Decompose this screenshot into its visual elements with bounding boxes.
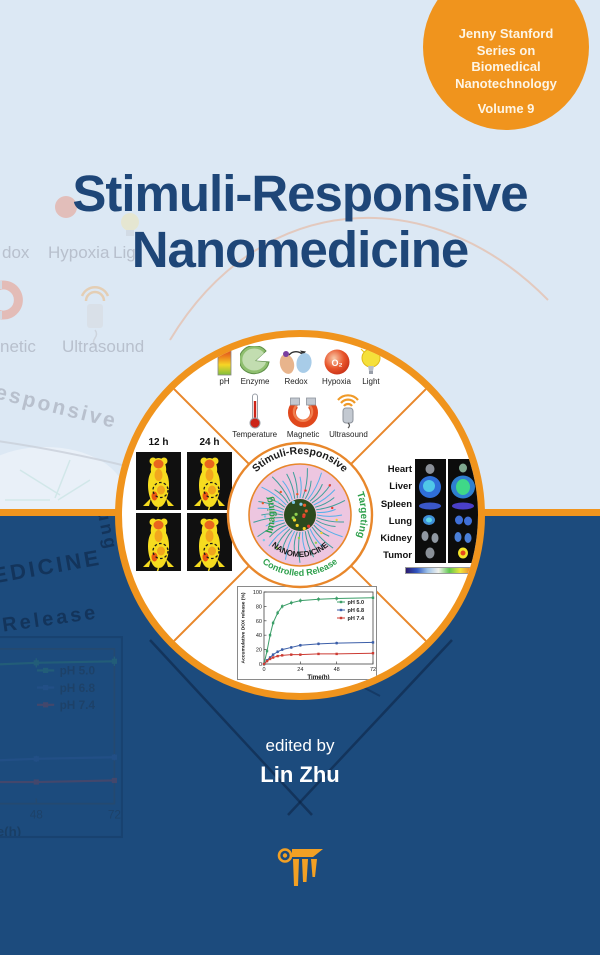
stimulus-ultrasound: Ultrasound bbox=[329, 392, 368, 439]
central-diagram: pH Enzyme Redox bbox=[115, 330, 485, 700]
organ-label: Lung bbox=[388, 515, 412, 527]
wm-text-ultrasound: Ultrasound bbox=[62, 337, 144, 356]
organ-labels: Heart Liver Spleen Lung Kidney Tumor bbox=[378, 459, 412, 565]
series-badge: Jenny Stanford Series on Biomedical Nano… bbox=[423, 0, 589, 130]
title-line-2: Nanomedicine bbox=[131, 221, 470, 278]
svg-text:Targeting: Targeting bbox=[354, 490, 369, 539]
stimulus-enzyme: Enzyme bbox=[240, 346, 270, 386]
svg-text:0: 0 bbox=[262, 667, 265, 673]
hypoxia-icon: O₂ bbox=[324, 349, 349, 375]
svg-text:Imaging: Imaging bbox=[264, 495, 278, 535]
title-line-1: Stimuli-Responsive bbox=[72, 165, 528, 222]
organ-label: Heart bbox=[387, 464, 412, 475]
temperature-icon bbox=[249, 393, 261, 429]
series-line: Biomedical bbox=[471, 59, 541, 74]
wm-light-icon bbox=[121, 213, 139, 236]
organ-label: Tumor bbox=[383, 550, 412, 562]
svg-text:Time(h): Time(h) bbox=[307, 674, 329, 680]
ph-icon bbox=[217, 345, 232, 376]
mouse-column-24h: 24 h bbox=[187, 437, 232, 571]
organ-scan-image-right bbox=[448, 459, 478, 563]
series-line: Jenny Stanford bbox=[458, 26, 554, 41]
svg-text:72: 72 bbox=[370, 667, 376, 673]
svg-text:pH 5.0: pH 5.0 bbox=[60, 664, 96, 678]
svg-text:pH 7.4: pH 7.4 bbox=[348, 616, 365, 622]
wm-ultrasound-icon bbox=[80, 286, 110, 347]
wm-magnetic-icon bbox=[0, 280, 23, 320]
mouse-imaging-panel: 12 h 24 h bbox=[136, 437, 232, 571]
stimuli-row-2: Temperature Magnetic bbox=[122, 392, 478, 439]
sector-divider-lines bbox=[171, 386, 429, 644]
mouse-scan-image bbox=[136, 452, 181, 510]
wm-text-hypoxia: Hypoxia bbox=[48, 243, 110, 262]
organ-scan-image-left bbox=[415, 459, 446, 563]
ring-label-targeting: Targeting bbox=[354, 490, 369, 539]
intensity-colorbar bbox=[405, 567, 478, 574]
svg-text:Accumulative DOX release (%): Accumulative DOX release (%) bbox=[241, 592, 247, 663]
mouse-scan-image bbox=[136, 513, 181, 571]
mouse-column-12h: 12 h bbox=[136, 437, 181, 571]
stimulus-light: Light bbox=[359, 345, 383, 386]
svg-text:48: 48 bbox=[334, 667, 340, 673]
svg-text:72: 72 bbox=[108, 808, 121, 822]
series-line: Nanotechnology bbox=[455, 75, 557, 91]
svg-text:0: 0 bbox=[259, 662, 262, 668]
svg-text:pH 6.8: pH 6.8 bbox=[348, 608, 365, 614]
enzyme-icon bbox=[240, 346, 270, 375]
svg-text:80: 80 bbox=[256, 604, 262, 610]
wm-text-responsive: esponsive bbox=[0, 381, 120, 434]
volume-number: Volume 9 bbox=[477, 101, 535, 116]
stimulus-redox: Redox bbox=[278, 346, 314, 386]
ring-label-imaging: Imaging bbox=[264, 495, 278, 535]
svg-text:Time(h): Time(h) bbox=[0, 824, 21, 838]
stimuli-row-1: pH Enzyme Redox bbox=[122, 345, 478, 386]
edited-by-label: edited by bbox=[265, 736, 335, 755]
series-line: Series on bbox=[476, 42, 536, 58]
wm-text-magnetic: netic bbox=[0, 337, 36, 356]
organ-label: Liver bbox=[389, 481, 412, 493]
stimulus-hypoxia: O₂ Hypoxia bbox=[322, 348, 351, 386]
nanoparticle-illustration bbox=[253, 468, 346, 563]
svg-text:pH 6.8: pH 6.8 bbox=[60, 681, 96, 695]
svg-text:20: 20 bbox=[256, 648, 262, 654]
center-ring: Stimuli-Responsive Imaging Targeting Con… bbox=[226, 441, 374, 589]
book-title: Stimuli-Responsive Nanomedicine bbox=[0, 166, 600, 278]
ultrasound-icon bbox=[337, 394, 360, 429]
redox-icon bbox=[279, 350, 312, 374]
svg-text:24: 24 bbox=[297, 667, 303, 673]
stimulus-ph: pH bbox=[217, 345, 232, 386]
light-icon bbox=[360, 345, 382, 374]
editor-name: Lin Zhu bbox=[260, 762, 340, 787]
organ-label: Spleen bbox=[380, 498, 412, 510]
background-watermark: dox Hypoxia Lig netic Ultrasound esponsi… bbox=[0, 196, 549, 514]
organ-label: Kidney bbox=[380, 533, 412, 545]
svg-text:pH 5.0: pH 5.0 bbox=[348, 600, 365, 606]
svg-text:48: 48 bbox=[30, 808, 44, 822]
svg-text:100: 100 bbox=[253, 590, 262, 596]
wm-text-light: Lig bbox=[113, 243, 136, 262]
svg-text:60: 60 bbox=[256, 619, 262, 625]
svg-text:40: 40 bbox=[256, 633, 262, 639]
organ-biodistribution-panel: Heart Liver Spleen Lung Kidney Tumor bbox=[378, 459, 478, 565]
publisher-column-logo bbox=[277, 848, 323, 886]
stimulus-temperature: Temperature bbox=[232, 393, 277, 439]
wm-hypoxia-icon bbox=[55, 196, 77, 218]
stimulus-magnetic: Magnetic bbox=[285, 397, 321, 439]
svg-text:O₂: O₂ bbox=[331, 358, 342, 368]
wm-text-redox: dox bbox=[2, 243, 30, 262]
svg-text:pH 7.4: pH 7.4 bbox=[60, 698, 96, 712]
magnetic-icon bbox=[288, 397, 319, 428]
